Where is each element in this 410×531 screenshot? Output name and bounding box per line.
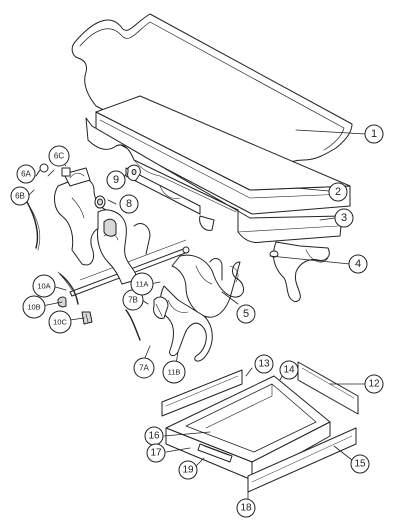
callout-9-circle bbox=[106, 170, 126, 190]
part-5-leg-assembly bbox=[171, 254, 244, 318]
callout-6b-label: 6B bbox=[15, 192, 25, 201]
part-8-washer bbox=[94, 195, 106, 209]
callout-6c-label: 6C bbox=[54, 152, 64, 161]
callout-7b-label: 7B bbox=[128, 296, 138, 305]
callout-5-label: 5 bbox=[243, 308, 249, 320]
callout-11a-circle bbox=[130, 272, 154, 296]
callout-12-label: 12 bbox=[368, 379, 380, 390]
callout-6a-label: 6A bbox=[21, 170, 31, 179]
callout-17-circle bbox=[146, 443, 166, 463]
callout-19-circle bbox=[178, 460, 198, 480]
part-6c-bolt bbox=[61, 167, 71, 177]
part-4-legs bbox=[199, 215, 330, 302]
part-7-rear-legs bbox=[97, 209, 151, 285]
callout-6b-circle bbox=[10, 186, 30, 206]
callout-15-label: 15 bbox=[354, 459, 366, 470]
part-6-curved-rails bbox=[25, 199, 141, 341]
callout-15-circle bbox=[350, 454, 370, 474]
callout-10b-label: 10B bbox=[27, 303, 40, 312]
callout-17-label: 17 bbox=[150, 448, 162, 459]
callout-13-circle bbox=[254, 354, 274, 374]
callout-2-circle bbox=[328, 182, 348, 202]
callout-8-label: 8 bbox=[126, 198, 132, 210]
callout-11a-label: 11A bbox=[136, 280, 149, 289]
callout-10c-circle bbox=[48, 310, 72, 334]
callout-2-label: 2 bbox=[335, 186, 341, 198]
callout-7a-circle bbox=[133, 357, 155, 379]
callout-12-circle bbox=[364, 374, 384, 394]
callout-7a-label: 7A bbox=[139, 364, 149, 373]
part-13-drawer-side-panel bbox=[161, 369, 243, 417]
part-19-drawer-handle bbox=[197, 443, 233, 463]
callout-11b-circle bbox=[162, 360, 186, 384]
callout-18-circle bbox=[236, 498, 256, 518]
callout-3-circle bbox=[334, 208, 354, 228]
callout-14-circle bbox=[279, 360, 299, 380]
callout-labels: 1 2 3 4 5 6A 6B 6C 7A 7B 8 9 10A 10B 10C… bbox=[15, 128, 380, 514]
part-3-apron bbox=[85, 117, 343, 243]
callout-markers bbox=[10, 124, 384, 518]
part-6a-ring bbox=[35, 163, 49, 177]
callout-16-label: 16 bbox=[148, 431, 160, 442]
callout-10c-label: 10C bbox=[53, 318, 67, 327]
part-11-legs bbox=[160, 285, 213, 362]
callout-10b-circle bbox=[22, 295, 46, 319]
part-12-drawer-right-panel bbox=[297, 361, 359, 415]
callout-9-label: 9 bbox=[113, 174, 119, 186]
callout-4-label: 4 bbox=[355, 258, 361, 270]
callout-14-label: 14 bbox=[283, 365, 295, 376]
callout-1-circle bbox=[364, 124, 384, 144]
callout-4-circle bbox=[348, 254, 368, 274]
callout-13-label: 13 bbox=[258, 359, 270, 370]
callout-19-label: 19 bbox=[182, 465, 194, 476]
callout-5-circle bbox=[236, 304, 256, 324]
callout-6a-circle bbox=[16, 164, 36, 184]
callout-11b-label: 11B bbox=[168, 368, 181, 377]
callout-18-label: 18 bbox=[240, 503, 252, 514]
callout-8-circle bbox=[119, 194, 139, 214]
part-7b-bracket bbox=[153, 296, 169, 319]
part-16-drawer-box bbox=[165, 375, 331, 481]
part-9-bracket bbox=[127, 164, 141, 181]
callout-10a-label: 10A bbox=[37, 282, 50, 291]
callout-6c-circle bbox=[48, 145, 70, 167]
callout-1-label: 1 bbox=[371, 128, 377, 140]
callout-3-label: 3 bbox=[341, 212, 347, 224]
callout-10a-circle bbox=[32, 274, 56, 298]
part-3-inner-rails bbox=[125, 167, 201, 215]
part-10c-clip bbox=[81, 311, 93, 325]
